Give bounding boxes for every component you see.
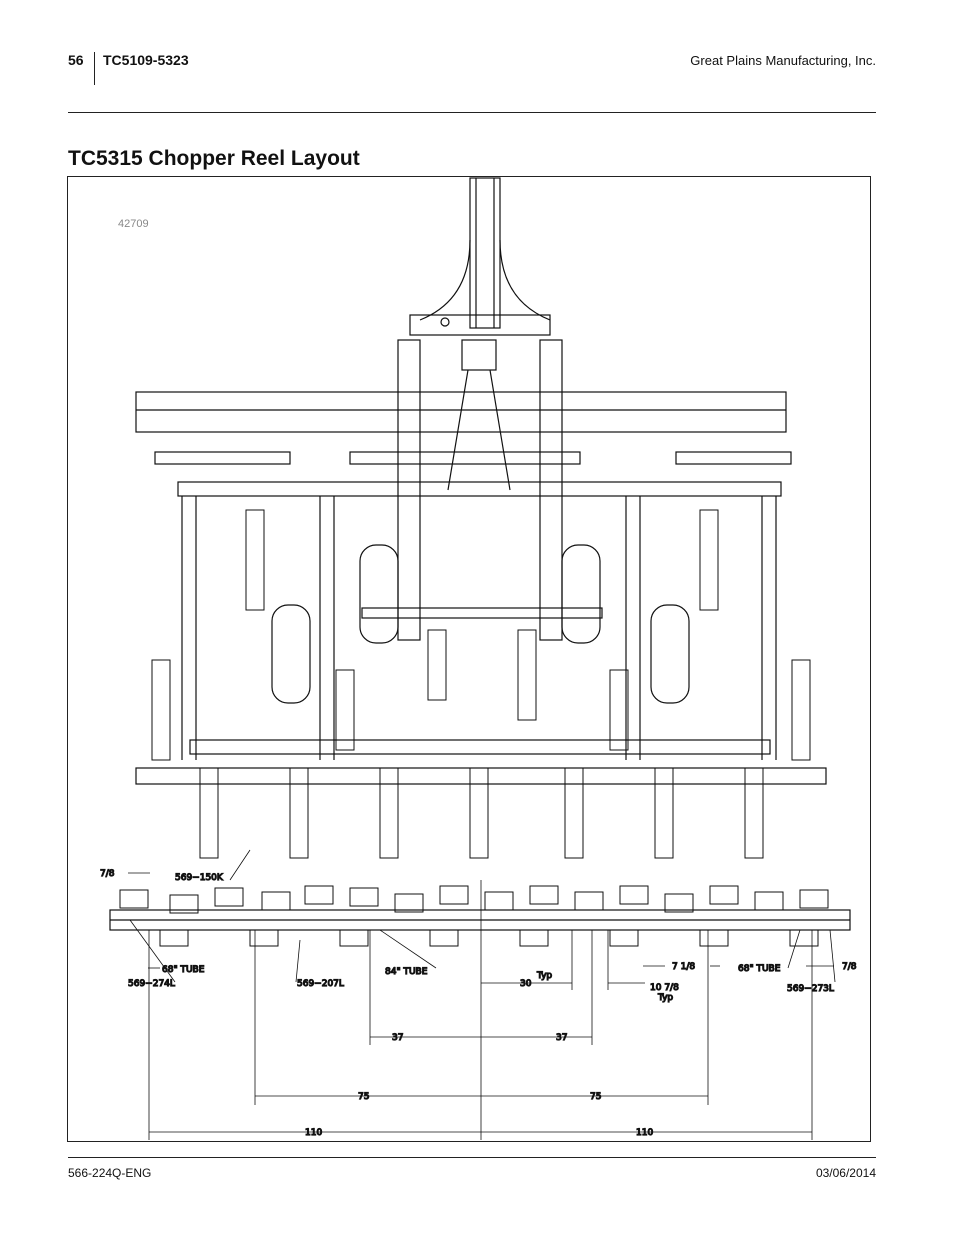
part-569-150k-label: 569−150K bbox=[175, 873, 224, 883]
chopper-reel-layout-drawing: 7/8 569−150K 68" TUBE 569−274L 569−207L … bbox=[99, 177, 857, 1140]
transport-tires bbox=[271, 544, 690, 704]
company-name: Great Plains Manufacturing, Inc. bbox=[690, 53, 876, 68]
dimension-lines bbox=[128, 849, 836, 1140]
part-569-274l-label: 569−274L bbox=[128, 979, 175, 989]
page-number: 56 bbox=[68, 52, 84, 68]
chopper-blades bbox=[119, 885, 829, 947]
dim-10-7-8: 10 7/8 bbox=[650, 983, 679, 993]
dim-7-8-left: 7/8 bbox=[100, 869, 115, 879]
hitch-tongue bbox=[409, 177, 551, 336]
dim-110-left: 110 bbox=[305, 1128, 322, 1138]
dim-37-right: 37 bbox=[556, 1033, 567, 1043]
part-569-273l-label: 569−273L bbox=[787, 984, 834, 994]
document-id: TC5109-5323 bbox=[103, 52, 189, 68]
typ-10-7-8-label: Typ bbox=[657, 993, 673, 1003]
part-569-207l-label: 569−207L bbox=[297, 979, 344, 989]
dim-37-left: 37 bbox=[392, 1033, 403, 1043]
page-title: TC5315 Chopper Reel Layout bbox=[68, 147, 360, 170]
dim-30: 30 bbox=[520, 979, 532, 989]
tube-68-right-label: 68" TUBE bbox=[738, 964, 781, 974]
spring-suspensions bbox=[151, 509, 811, 859]
header-rule bbox=[68, 112, 876, 113]
front-reel-bank bbox=[135, 391, 792, 465]
footer-date: 03/06/2014 bbox=[815, 1166, 876, 1180]
header-divider bbox=[94, 52, 95, 85]
figure-frame bbox=[67, 176, 871, 1142]
typ-30-label: Typ bbox=[536, 971, 552, 981]
dim-75-right: 75 bbox=[590, 1092, 601, 1102]
main-frame bbox=[177, 481, 782, 760]
figure-number: 42709 bbox=[118, 218, 149, 230]
dim-7-8-right: 7/8 bbox=[842, 962, 857, 972]
footer-rule bbox=[68, 1157, 876, 1158]
tube-84-label: 84" TUBE bbox=[385, 967, 428, 977]
lift-cylinders bbox=[397, 339, 563, 641]
dim-110-right: 110 bbox=[636, 1128, 653, 1138]
dim-7-1-8: 7 1/8 bbox=[672, 962, 695, 972]
footer-doc-number: 566-224Q-ENG bbox=[68, 1166, 152, 1180]
tube-68-left-label: 68" TUBE bbox=[162, 965, 205, 975]
dim-75-left: 75 bbox=[358, 1092, 369, 1102]
